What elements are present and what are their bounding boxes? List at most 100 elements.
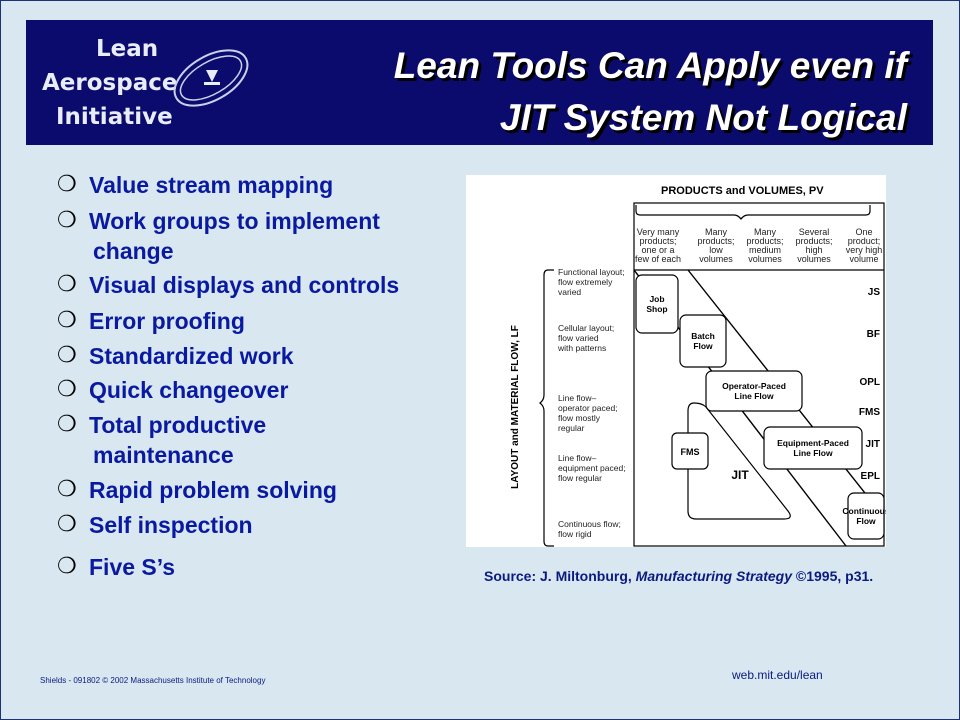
bullet-marker-icon: ❍ (57, 172, 77, 197)
process-box-label: Batch (691, 331, 715, 341)
title-line-2: JIT System Not Logical (499, 97, 907, 138)
jit-region (687, 402, 791, 520)
process-box-label: Line Flow (734, 391, 774, 401)
book-title: Manufacturing Strategy (635, 568, 793, 584)
column-label: high (805, 245, 822, 255)
source-citation: Source: J. Miltonburg, Manufacturing Str… (484, 568, 874, 584)
column-label: one or a (641, 245, 674, 255)
column-label: Many (705, 227, 728, 237)
column-label: products; (639, 236, 676, 246)
bullet-marker-icon: ❍ (57, 412, 77, 437)
column-label: products; (795, 236, 832, 246)
bullet-marker-icon: ❍ (57, 554, 77, 579)
orbit-logo-icon (173, 49, 249, 107)
process-box (847, 492, 885, 540)
column-label: volume (849, 254, 878, 264)
lai-logo: Lean Aerospace Initiative (36, 28, 249, 143)
bullet-marker-icon: ❍ (57, 512, 77, 537)
bullet-item: ❍ Error proofing (57, 308, 245, 334)
matrix-diagram: PRODUCTS and VOLUMES, PV Very manyproduc… (510, 185, 890, 547)
bullet-marker-icon: ❍ (57, 308, 77, 333)
column-label: Many (754, 227, 777, 237)
row-label: equipment paced; (558, 463, 626, 473)
column-label: medium (749, 245, 781, 255)
column-label: volumes (699, 254, 733, 264)
row-label: flow regular (558, 473, 602, 483)
column-label: product; (848, 236, 881, 246)
process-box-label: Job (649, 294, 664, 304)
row-label: Continuous flow; (558, 519, 621, 529)
fms-box (671, 432, 709, 470)
bullet-marker-icon: ❍ (57, 377, 77, 402)
process-code: BF (867, 329, 880, 340)
logo-line-2: Aerospace (42, 70, 178, 96)
column-label: volumes (797, 254, 831, 264)
fms-label: FMS (681, 447, 700, 457)
row-label: with patterns (557, 343, 606, 353)
bullet-marker-icon: ❍ (57, 343, 77, 368)
process-code: FMS (859, 407, 880, 418)
bullet-item: ❍ Value stream mapping (57, 172, 334, 198)
matrix-frame (633, 202, 885, 547)
row-label: Functional layout; (558, 267, 625, 277)
jit-label: JIT (731, 468, 749, 482)
column-label: low (709, 245, 723, 255)
bullet-item: ❍ Rapid problem solving (57, 477, 337, 503)
bullet-item: ❍ Self inspection (57, 512, 253, 538)
logo-line-3: Initiative (56, 104, 173, 130)
header-banner: Lean Aerospace Initiative Lean Tools Can… (26, 20, 933, 145)
column-label: very high (846, 245, 883, 255)
row-labels: Functional layout;flow extremelyvariedCe… (557, 267, 626, 539)
process-box (635, 274, 679, 334)
process-box (679, 314, 727, 368)
column-label: Very many (637, 227, 680, 237)
column-label: One (855, 227, 872, 237)
row-label: Line flow– (558, 453, 597, 463)
process-box-label: Flow (856, 516, 876, 526)
process-code: EPL (861, 471, 880, 482)
row-label: flow rigid (558, 529, 592, 539)
header-brace (635, 205, 871, 220)
products-volumes-header: PRODUCTS and VOLUMES, PV (661, 185, 824, 197)
row-label: operator paced; (558, 403, 618, 413)
logo-line-1: Lean (96, 36, 159, 62)
footer-copyright: Shields - 091802 © 2002 Massachusetts In… (40, 676, 266, 685)
bullet-marker-icon: ❍ (57, 477, 77, 502)
process-box-label: Operator-Paced (722, 381, 786, 391)
bullet-item: ❍ Quick changeover (57, 377, 289, 403)
process-code: OPL (859, 377, 880, 388)
layout-brace (539, 269, 554, 547)
bullet-item: ❍ Standardized work (57, 343, 294, 369)
bullet-marker-icon: ❍ (57, 272, 77, 297)
column-label: Several (799, 227, 830, 237)
bullet-item: ❍ Visual displays and controls (57, 272, 400, 298)
process-box-label: Continuous (842, 506, 886, 516)
column-label: few of each (635, 254, 681, 264)
row-label: regular (558, 423, 585, 433)
bullet-item: ❍ Work groups to implement change (57, 208, 380, 264)
process-box-label: Shop (646, 304, 667, 314)
row-label: Line flow– (558, 393, 597, 403)
row-label: flow varied (558, 333, 599, 343)
row-label: flow mostly (558, 413, 601, 423)
layout-axis-label: LAYOUT and MATERIAL FLOW, LF (510, 325, 521, 489)
bullet-item: ❍ Total productive maintenance (57, 412, 267, 468)
row-label: varied (558, 287, 581, 297)
row-label: flow extremely (558, 277, 613, 287)
process-box (763, 426, 863, 470)
process-box (705, 370, 803, 412)
row-label: Cellular layout; (558, 323, 614, 333)
process-code: JIT (866, 439, 880, 450)
bullet-item: ❍ Five S’s (57, 554, 176, 580)
right-codes: JS BF OPL FMS JIT EPL (859, 287, 880, 482)
process-box-label: Equipment-Paced (777, 438, 849, 448)
column-label: products; (746, 236, 783, 246)
footer-url: web.mit.edu/lean (732, 668, 823, 682)
process-box-label: Flow (693, 341, 713, 351)
column-label: products; (697, 236, 734, 246)
process-box-label: Line Flow (793, 448, 833, 458)
process-code: JS (868, 287, 881, 298)
